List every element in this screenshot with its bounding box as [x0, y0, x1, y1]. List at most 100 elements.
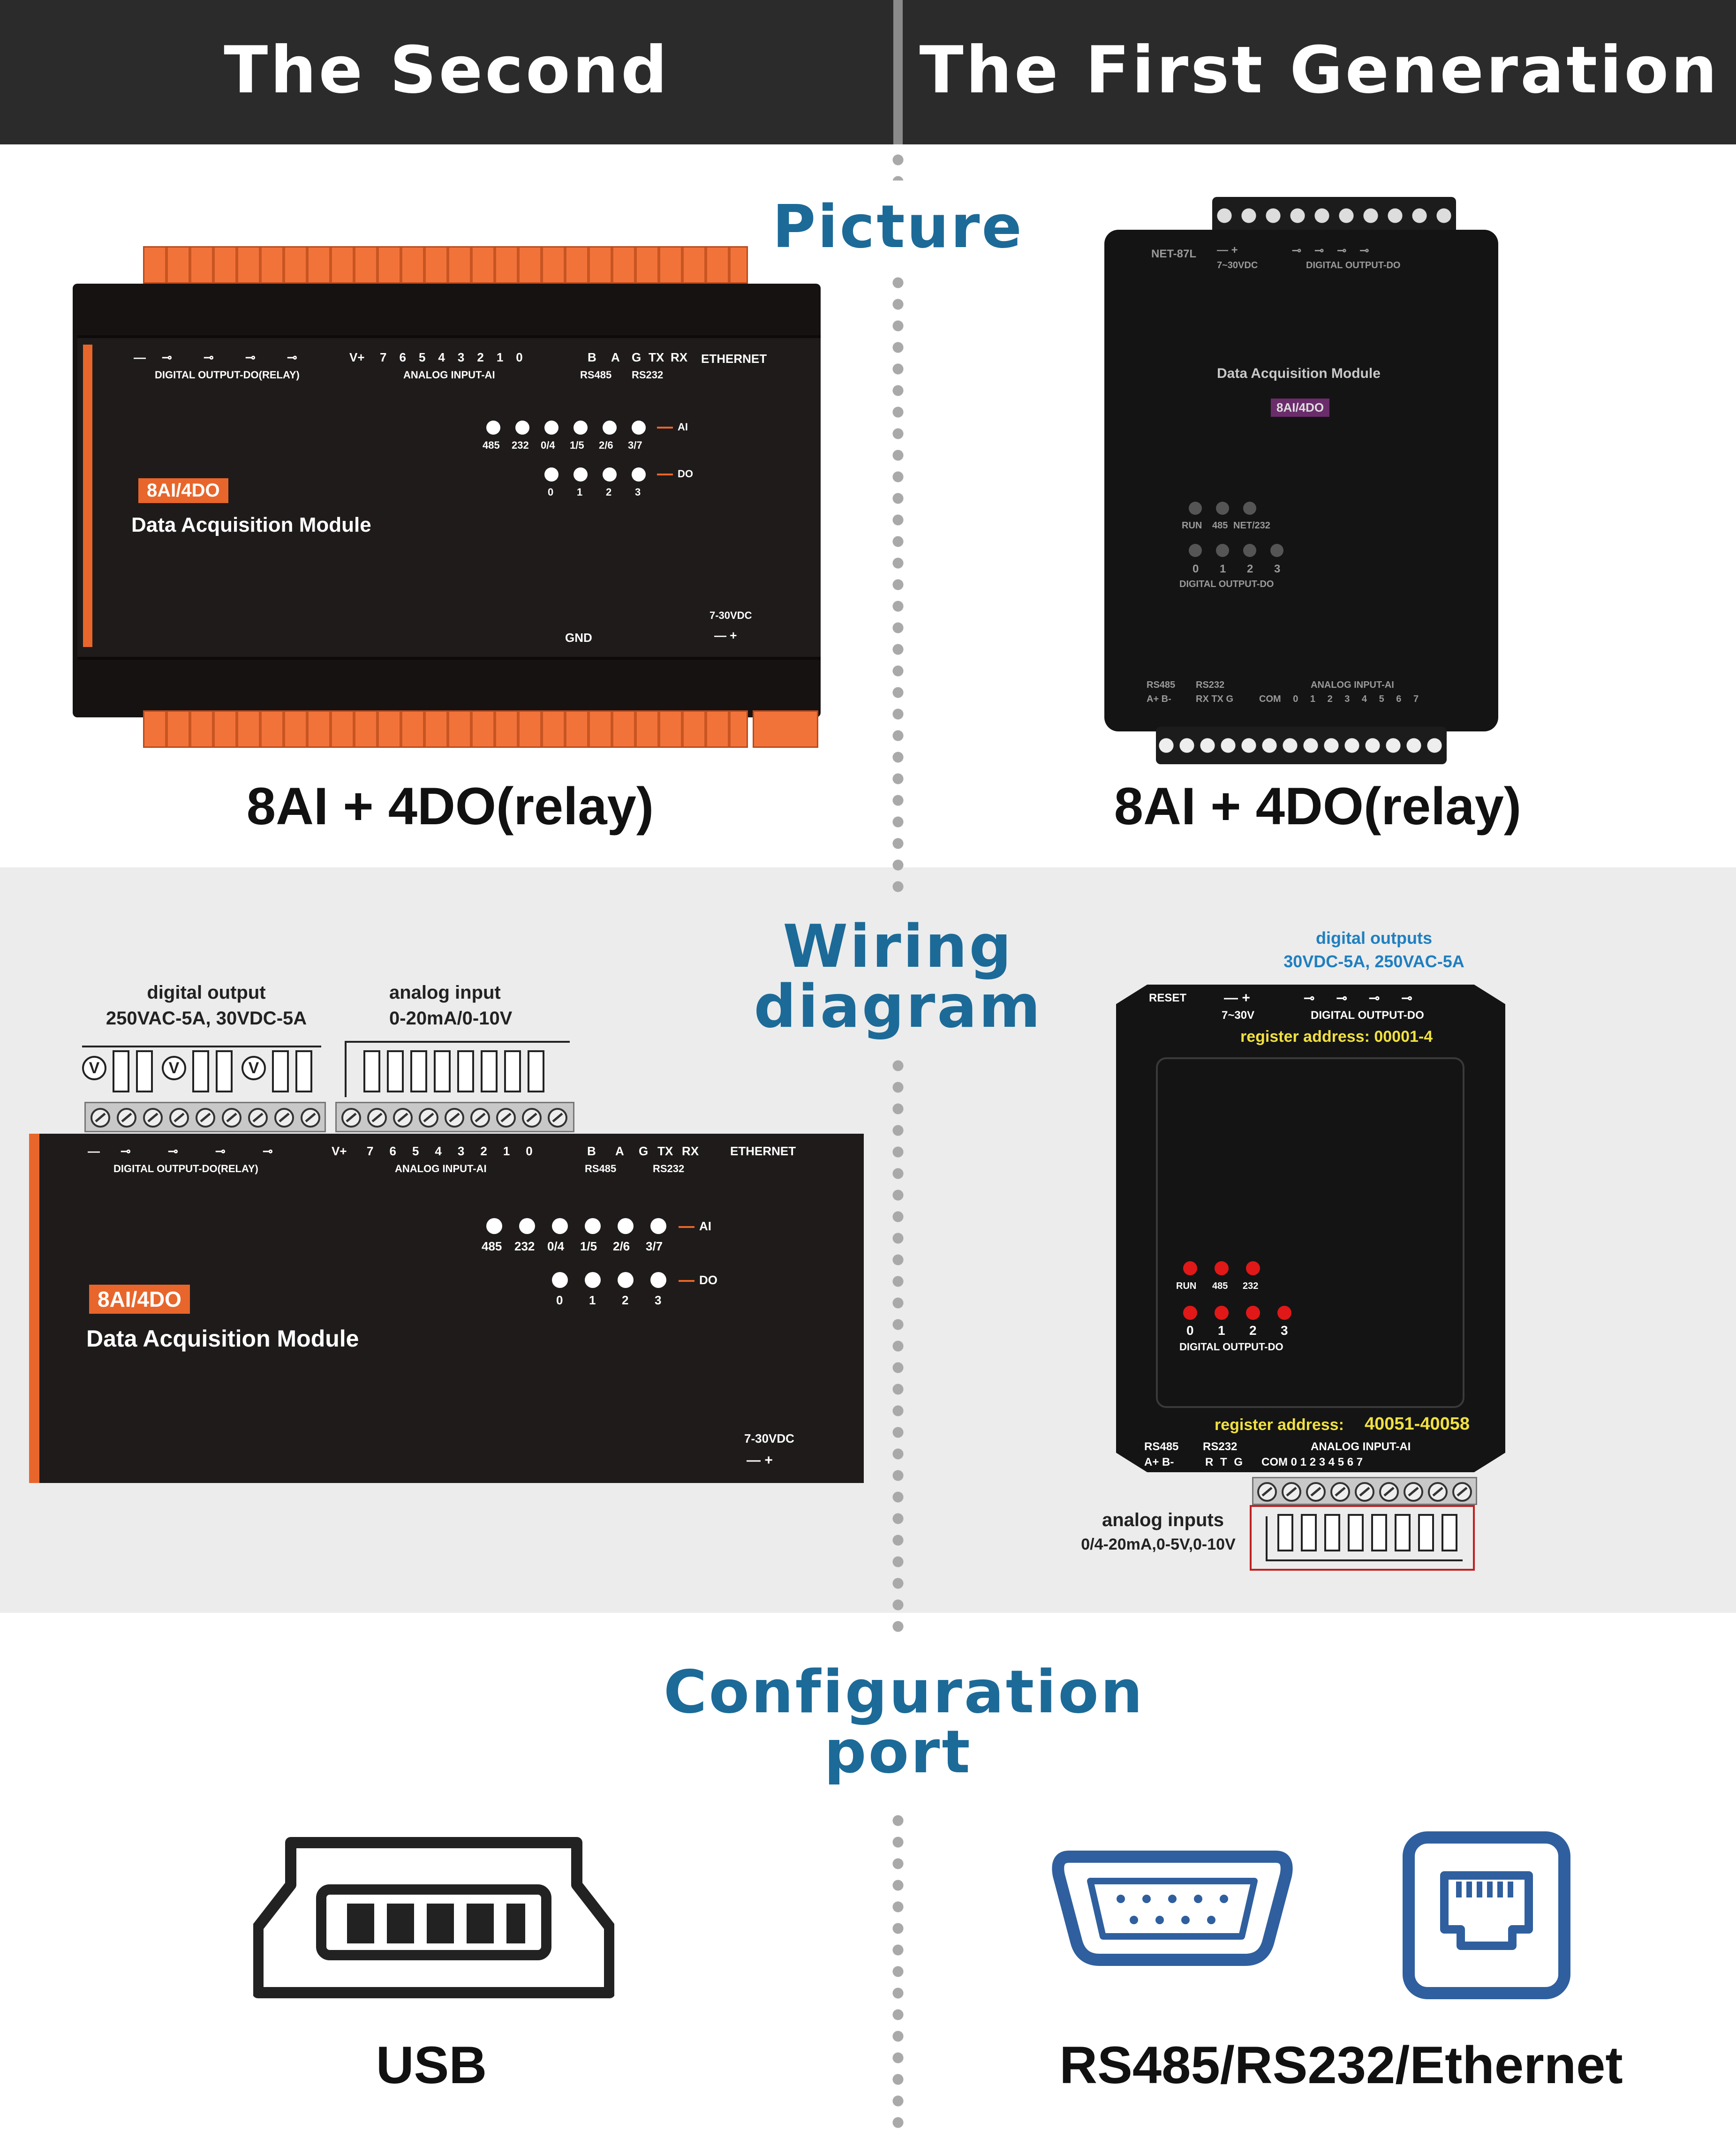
do-screw-terminals: [84, 1102, 326, 1132]
rs485-label: RS485: [1147, 680, 1176, 690]
rs232-tx: TX: [657, 1144, 673, 1158]
do-outputs-title: digital outputs: [1316, 928, 1432, 948]
do-led-label: 1: [577, 486, 583, 498]
status-led-label: RUN: [1182, 520, 1202, 531]
ai-led-label: 1/5: [580, 1239, 597, 1253]
status-led-label: RUN: [1176, 1281, 1197, 1291]
rs485-pins: A+ B-: [1147, 694, 1171, 704]
ai-screw-terminals: [335, 1102, 574, 1132]
ai-led: [519, 1218, 535, 1234]
do-led-label: 1: [589, 1293, 596, 1307]
ai-num: 4: [438, 350, 445, 364]
usb-port-icon: [252, 1833, 615, 2002]
do-num: 1: [1220, 563, 1226, 575]
module-name: Data Acquisition Module: [1217, 366, 1381, 381]
model-badge: 8AI/4DO: [1271, 399, 1330, 417]
do-label: DIGITAL OUTPUT-DO: [1311, 1009, 1424, 1022]
config-title-bg: [666, 1636, 1135, 1800]
ai-num: 3: [457, 350, 465, 364]
status-led-label: 232: [1243, 1281, 1259, 1291]
sensor-load-icon: [363, 1050, 380, 1092]
dotted-divider: [891, 1055, 905, 1641]
power-label: 7~30VDC: [1217, 260, 1258, 271]
rs232-rx: RX: [671, 350, 688, 364]
ai-wiring-symbols: [345, 1041, 574, 1102]
ai-label: ANALOG INPUT-AI: [395, 1163, 487, 1174]
do-relay-label: DIGITAL OUTPUT-DO(RELAY): [155, 369, 300, 381]
reset-label: RESET: [1149, 992, 1187, 1004]
ai-led-label: 485: [483, 439, 500, 451]
ai-led-label: 2/6: [613, 1239, 630, 1253]
ai-num: 6: [389, 1144, 396, 1158]
do-label-2: DIGITAL OUTPUT-DO: [1179, 579, 1274, 589]
rs232-label: RS232: [653, 1163, 685, 1174]
ai-led: [618, 1218, 634, 1234]
ai-num: 2: [480, 1144, 487, 1158]
second-generation-title: The Second Generation: [224, 32, 670, 248]
do-led: [544, 467, 559, 482]
ai-num: 1: [503, 1144, 510, 1158]
do-led: [1189, 544, 1202, 557]
ai-led: [632, 421, 646, 435]
rs485-a: A: [611, 350, 620, 364]
ai-num: 7: [380, 350, 387, 364]
section-title-wiring: Wiring diagram: [664, 917, 1132, 1037]
rs232-label: RS232: [1203, 1440, 1238, 1453]
ai-led: [650, 1218, 666, 1234]
ethernet-label: ETHERNET: [730, 1144, 796, 1158]
rs232-rx: RX: [682, 1144, 699, 1158]
sensor-load-icon: [481, 1050, 498, 1092]
sensor-load-icon: [528, 1050, 544, 1092]
do-led: [585, 1272, 601, 1288]
ai-screw-terminals-first-gen: [1252, 1477, 1477, 1505]
do-led: [574, 467, 588, 482]
db9-serial-port-icon: [1050, 1847, 1294, 1969]
ai-number-labels: 7 6 5 4 3 2 1 0: [380, 350, 523, 365]
do-led: [603, 467, 617, 482]
power-label: 7-30VDC: [709, 610, 752, 621]
sensor-load-icon: [387, 1050, 404, 1092]
orange-stripe: [83, 345, 92, 647]
ai-label: ANALOG INPUT-AI: [1311, 1440, 1411, 1453]
do-led-label: 3: [655, 1293, 662, 1307]
ai-wiring-title: analog input: [389, 982, 501, 1003]
do-outputs-rating: 30VDC-5A, 250VAC-5A: [1283, 952, 1464, 971]
ai-num: 0: [516, 350, 523, 364]
module-name: Data Acquisition Module: [86, 1325, 359, 1352]
do-minus-label: —: [88, 1144, 100, 1158]
ai-led-label: 232: [512, 439, 529, 451]
rs485-a: A: [615, 1144, 624, 1158]
first-gen-caption: 8AI + 4DO(relay): [1114, 777, 1522, 836]
relay-coil-icon: [192, 1050, 209, 1092]
second-gen-wiring-device: — ⊸ ⊸ ⊸ ⊸ DIGITAL OUTPUT-DO(RELAY) V+ 7 …: [29, 1134, 864, 1483]
voltage-source-icon: V: [242, 1056, 266, 1080]
do-led: [1183, 1306, 1197, 1320]
do-symbols: ⊸⊸⊸⊸: [1292, 244, 1382, 257]
status-led: [1216, 502, 1229, 515]
status-led-label: NET/232: [1233, 520, 1270, 531]
rs485-label: RS485: [585, 1163, 617, 1174]
ai-num: 5: [412, 1144, 419, 1158]
ai-pins: COM 0 1 2 3 4 5 6 7: [1261, 1456, 1363, 1468]
header-divider: [893, 0, 903, 144]
header-bar: The Second Generation The First Generati…: [0, 0, 1736, 248]
first-generation-title: The First Generation: [919, 32, 1720, 108]
do-led-label: 0: [548, 486, 554, 498]
do-led: [632, 467, 646, 482]
device-housing: [1104, 230, 1498, 731]
rs485-label: RS485: [580, 369, 612, 381]
ai-led-tag: AI: [679, 1219, 711, 1234]
do-led: [1216, 544, 1229, 557]
do-num: 1: [1218, 1323, 1225, 1338]
section-title-config: Configuration port: [664, 1662, 1143, 1782]
ai-num: 7: [367, 1144, 374, 1158]
ai-led-tag: AI: [657, 421, 688, 433]
status-led: [1243, 502, 1256, 515]
do-num: 3: [1274, 563, 1281, 575]
vplus-label: V+: [332, 1144, 347, 1158]
status-led: [1246, 1261, 1260, 1275]
power-terminal-block: [753, 710, 818, 748]
do-led-label: 0: [556, 1293, 563, 1307]
power-polarity: — +: [1224, 990, 1250, 1006]
ai-inputs-range: 0/4-20mA,0-5V,0-10V: [1081, 1536, 1236, 1553]
